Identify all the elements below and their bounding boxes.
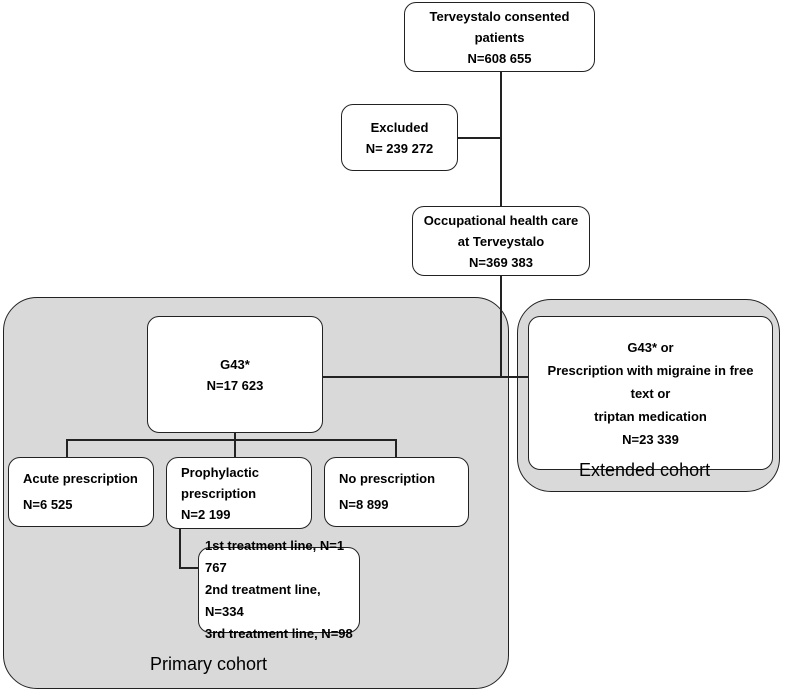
node-title-line: triptan medication <box>594 408 707 424</box>
node-title-line: G43* <box>220 356 250 372</box>
node-title-line: at Terveystalo <box>457 233 545 249</box>
node-title-line: Prophylactic <box>181 464 260 480</box>
node-acute-prescription: Acute prescription N=6 525 <box>8 457 154 527</box>
node-count: N=2 199 <box>181 506 231 522</box>
node-consented-patients: Terveystalo consented patients N=608 655 <box>404 2 595 72</box>
node-count: N=369 383 <box>469 254 533 270</box>
node-count: N=17 623 <box>206 377 264 393</box>
node-prophylactic-prescription: Prophylactic prescription N=2 199 <box>166 457 312 529</box>
primary-cohort-label: Primary cohort <box>150 654 268 674</box>
connector-treatment-horizontal <box>179 567 199 569</box>
connector-main-trunk-top <box>500 71 502 207</box>
node-title-line: prescription <box>181 485 257 501</box>
treatment-line-3: 3rd treatment line, N=98 <box>205 626 353 641</box>
node-title-line: No prescription <box>339 471 436 486</box>
node-count: N=23 339 <box>622 431 679 447</box>
node-treatment-lines: 1st treatment line, N=1 767 2nd treatmen… <box>198 538 360 641</box>
node-title-line: Terveystalo consented <box>429 8 570 24</box>
connector-branch-acute <box>66 439 68 458</box>
node-title-line: Acute prescription <box>23 471 138 486</box>
node-title-line: Excluded <box>370 119 429 135</box>
connector-branch-prophylactic <box>234 439 236 458</box>
node-title-line: G43* or <box>627 339 674 355</box>
node-title-line: Prescription with migraine in free <box>547 362 754 378</box>
connector-treatment-vertical <box>179 528 181 568</box>
node-count: N=6 525 <box>23 497 73 512</box>
node-count: N=8 899 <box>339 497 389 512</box>
connector-branch-no-prescription <box>395 439 397 458</box>
node-extended-criteria: G43* or Prescription with migraine in fr… <box>528 316 773 470</box>
node-count: N= 239 272 <box>365 140 434 156</box>
node-title-line: text or <box>630 385 671 401</box>
node-count: N=608 655 <box>467 50 532 66</box>
connector-horizontal-cohorts <box>322 376 529 378</box>
node-no-prescription: No prescription N=8 899 <box>324 457 469 527</box>
connector-excluded <box>457 137 501 139</box>
connector-branch-horizontal <box>66 439 396 441</box>
connector-main-trunk-bottom <box>500 276 502 377</box>
treatment-line-1: 1st treatment line, N=1 767 <box>205 538 345 575</box>
connector-g43-down <box>234 432 236 440</box>
treatment-line-2: 2nd treatment line, N=334 <box>205 582 321 619</box>
node-g43: G43* N=17 623 <box>147 316 323 433</box>
node-title-line: patients <box>474 29 525 45</box>
node-title-line: Occupational health care <box>423 212 579 228</box>
extended-cohort-label: Extended cohort <box>579 460 711 480</box>
node-excluded: Excluded N= 239 272 <box>341 104 458 171</box>
node-occupational-health-care: Occupational health care at Terveystalo … <box>412 206 590 276</box>
